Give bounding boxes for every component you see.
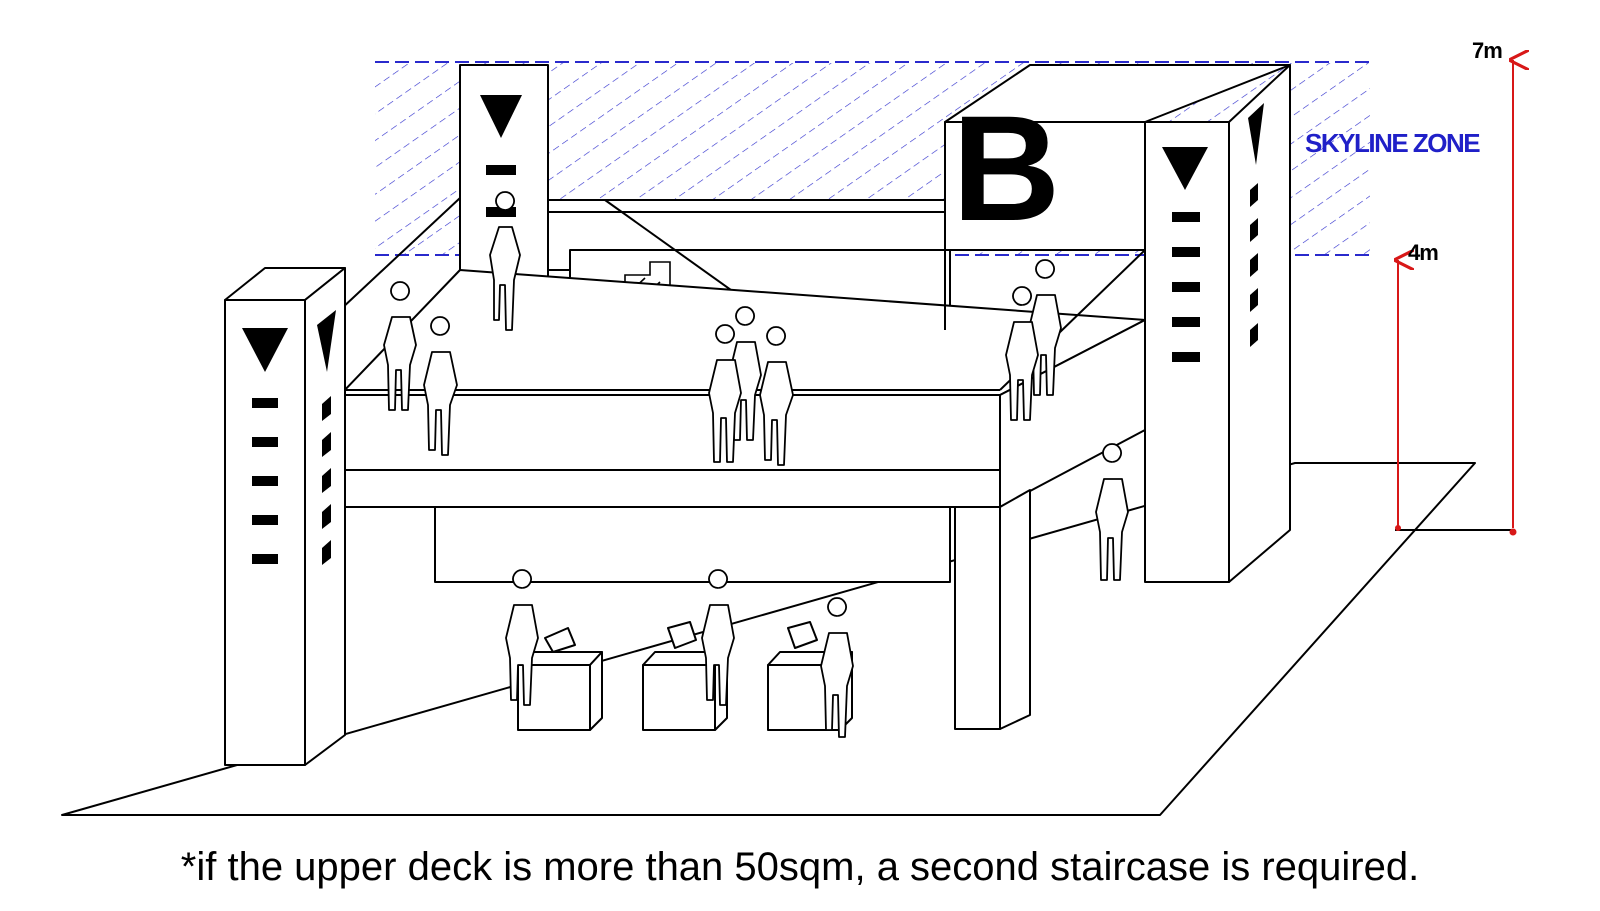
right-tower: B [944,64,1291,583]
person-figure [701,569,735,706]
person-figure [1005,286,1039,421]
under-deck-panel [434,506,951,583]
support-column [954,489,1031,730]
person-figure [423,316,458,456]
height-label-4m: 4m [1408,240,1438,265]
tower-letter: B [952,84,1060,252]
person-figure [383,281,417,411]
skyline-zone-label: SKYLINE ZONE [1305,128,1480,158]
person-figure [708,324,742,463]
people [383,191,1129,738]
footnote-caption: *if the upper deck is more than 50sqm, a… [180,845,1420,889]
person-figure [489,191,521,331]
left-tower [224,267,346,766]
height-dimensions: 7m 4m [1395,38,1517,536]
height-label-7m: 7m [1472,38,1502,63]
display-plinths [517,621,853,731]
person-figure [505,569,539,706]
person-figure [820,597,854,738]
person-figure [1095,443,1129,581]
person-figure [759,326,794,466]
